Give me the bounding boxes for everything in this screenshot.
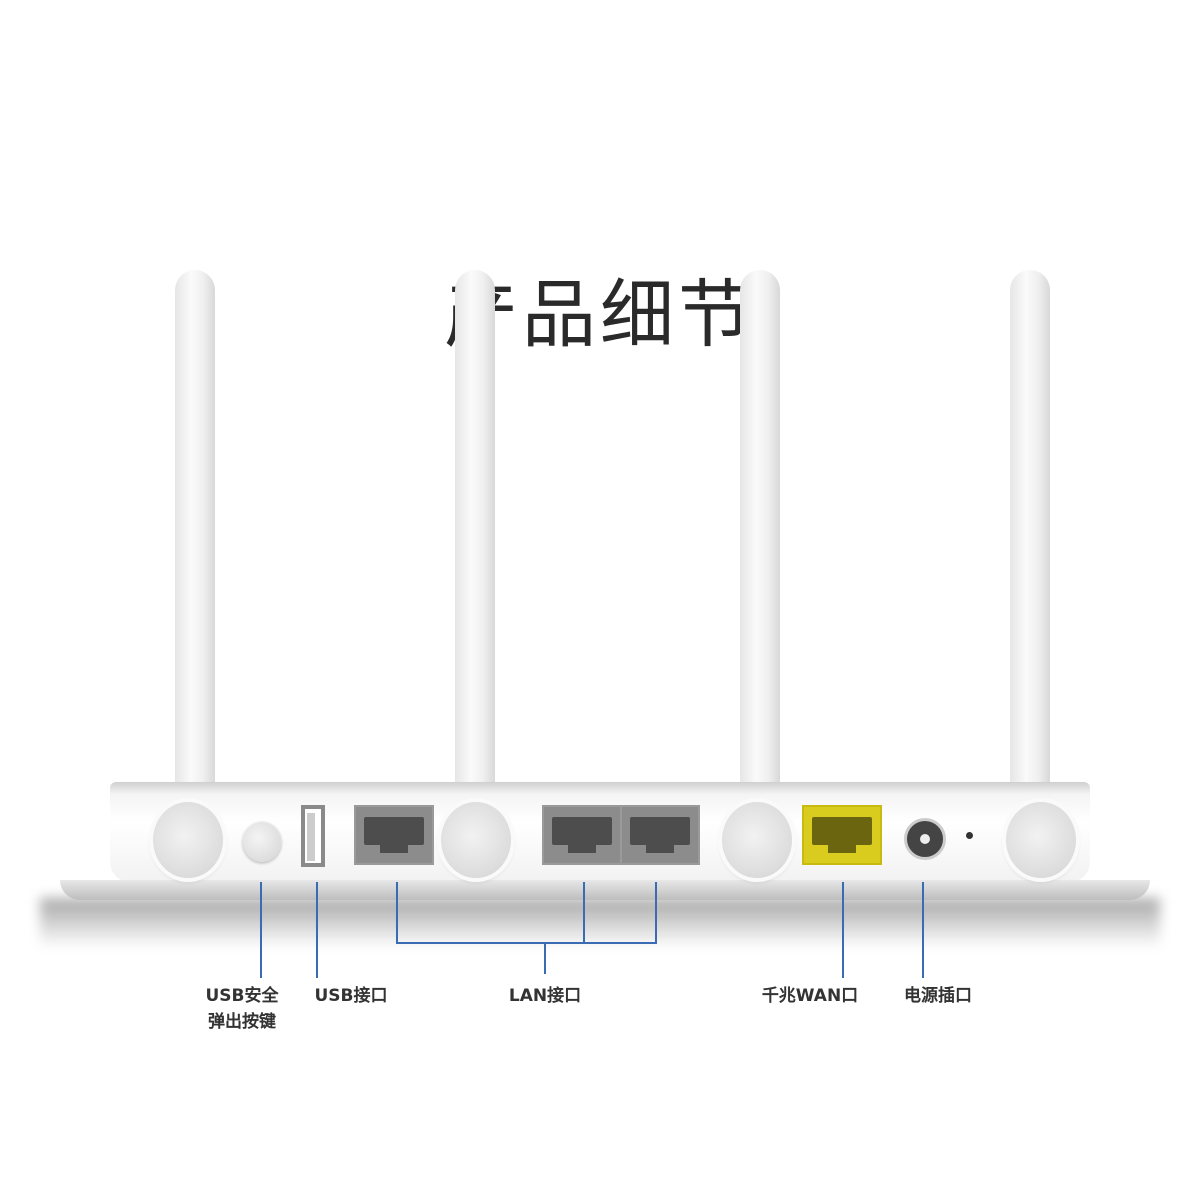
callout-line-lan-1 [396,882,398,944]
callout-line-lan-3 [655,882,657,944]
page-title: 产品细节 [444,272,756,358]
wan-port[interactable] [802,805,882,865]
callout-line-lan-stem [544,942,546,974]
router-base [60,880,1150,900]
callout-line-usb [316,882,318,978]
lan-port-3[interactable] [620,805,700,865]
label-power-port: 电源插口 [904,986,972,1006]
callout-line-power [922,882,924,978]
callout-line-lan-2 [583,882,585,944]
power-jack[interactable] [904,818,946,860]
antenna-hinge-2 [441,802,511,878]
antenna-3 [740,270,780,830]
router-shadow [40,898,1160,948]
callout-line-usb-eject [260,882,262,978]
lan-port-1[interactable] [354,805,434,865]
antenna-hinge-3 [722,802,792,878]
callout-line-wan [842,882,844,978]
lan-port-2[interactable] [542,805,622,865]
usb-eject-button[interactable] [243,822,281,862]
label-usb-eject-line1: USB安全 [205,986,279,1006]
antenna-hinge-4 [1006,802,1076,878]
usb-port[interactable] [301,805,325,867]
antenna-1 [175,270,215,830]
label-usb-eject: USB安全 弹出按键 [190,983,294,1035]
antenna-hinge-1 [153,802,223,878]
label-usb-port: USB接口 [314,986,388,1006]
label-wan-port: 千兆WAN口 [761,986,859,1006]
reset-hole[interactable] [966,832,973,839]
label-usb-eject-line2: 弹出按键 [208,1012,276,1032]
callout-line-lan-bracket [396,942,657,944]
antenna-2 [455,270,495,830]
label-lan-port: LAN接口 [508,986,582,1006]
antenna-4 [1010,270,1050,830]
